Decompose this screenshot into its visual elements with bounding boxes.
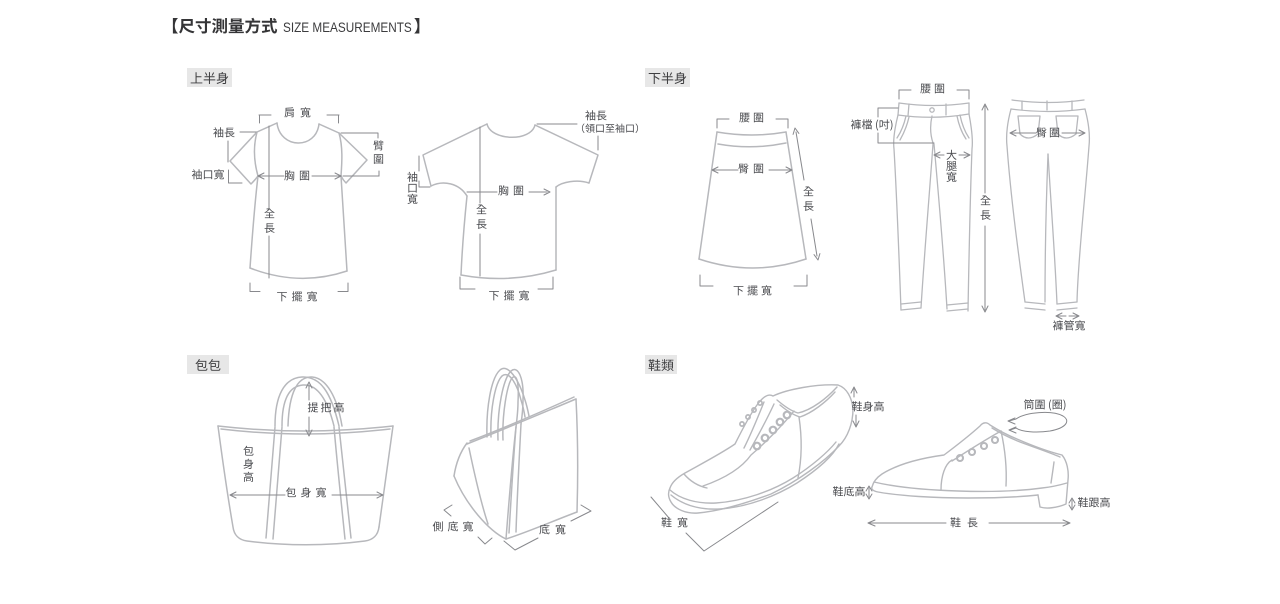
label-bag-front-handle-height: 提把高 [307,399,347,416]
label-tshirt-wide-sleeve-length: 袖長 [585,107,607,124]
label-tshirt-front-chest: 胸圍 [284,167,314,184]
shoe-side-dimension-marks [865,411,1076,527]
label-bag-front-body-width: 包身寬 [285,484,331,501]
label-skirt-total-length: 全長 [800,186,817,214]
shoe-front-dimension-marks [650,386,860,552]
skirt-drawing [698,131,807,269]
label-tshirt-front-shoulder-width: 肩寬 [284,104,316,121]
label-bag-angled-bottom-width: 底寬 [539,521,571,538]
label-pants-back-leg-opening-width: 褲管寬 [1052,317,1086,334]
bag-front-dimension-marks [229,381,384,499]
label-tshirt-front-hem-width: 下擺寬 [276,288,322,305]
bag-front-drawing [217,376,394,546]
label-tshirt-wide-hem-width: 下擺寬 [488,287,534,304]
pants-back-drawing [1005,99,1091,311]
section-label-bags: 包包 [187,355,230,374]
label-shoe-side-length: 鞋長 [950,514,984,531]
tshirt-wide-dimension-marks [418,123,599,290]
label-shoe-side-shaft-girth: 筒圍 (圈) [1023,396,1067,413]
label-tshirt-front-sleeve-length: 袖長 [213,124,235,141]
pants-back-dimension-marks [1009,129,1086,320]
label-shoe-side-sole-height: 鞋底高 [832,483,866,500]
label-shoe-front-width: 鞋寬 [661,514,693,531]
label-skirt-hem-width: 下擺寬 [733,282,775,299]
label-tshirt-wide-chest: 胸圍 [498,182,528,199]
tshirt-wide-drawing [422,123,599,280]
label-bag-front-body-height: 包身高 [240,444,257,484]
label-pants-front-total-length: 全長 [977,195,994,223]
skirt-dimension-marks [699,118,821,287]
section-label-lower-body: 下半身 [645,68,691,87]
shoe-front-drawing [667,384,854,514]
label-tshirt-wide-total-length: 全長 [473,204,490,232]
bag-angled-drawing [453,367,579,540]
label-tshirt-front-total-length: 全長 [261,208,278,236]
label-tshirt-wide-cuff-width: 袖口寬 [404,170,421,204]
shoe-side-drawing [871,422,1069,509]
label-skirt-waist: 腰圍 [739,109,767,126]
bag-angled-dimension-marks [443,504,592,551]
label-bag-angled-side-bottom-width: 側底寬 [432,518,478,535]
label-shoe-front-body-height: 鞋身高 [851,398,885,415]
tshirt-front-drawing [229,122,368,280]
title-subtitle: SIZE MEASUREMENTS [282,19,412,35]
label-skirt-hip: 臀圍 [738,160,768,177]
section-label-upper-body: 上半身 [187,68,233,87]
label-pants-front-waist: 腰圍 [920,80,948,97]
label-pants-front-crotch: 褲檔 (吋) [850,116,894,133]
label-tshirt-front-arm-circumference: 臂圍 [370,139,387,167]
title-text: 尺寸測量方式 [178,13,278,37]
title-bracket-close: 】 [413,13,431,37]
section-label-shoes: 鞋類 [645,355,678,374]
label-shoe-side-heel-height: 鞋跟高 [1077,494,1111,511]
label-tshirt-front-cuff-width: 袖口寬 [191,166,225,183]
title-bracket-open: 【 [162,13,179,37]
pants-front-dimension-marks [877,89,989,313]
label-pants-back-hip: 臀圍 [1036,124,1062,141]
tshirt-front-dimension-marks [227,114,380,292]
pants-front-drawing [892,102,974,312]
label-pants-front-thigh-width: 大腿寬 [943,148,960,182]
label-tshirt-wide-sleeve-length-note: （領口至袖口） [575,120,645,135]
